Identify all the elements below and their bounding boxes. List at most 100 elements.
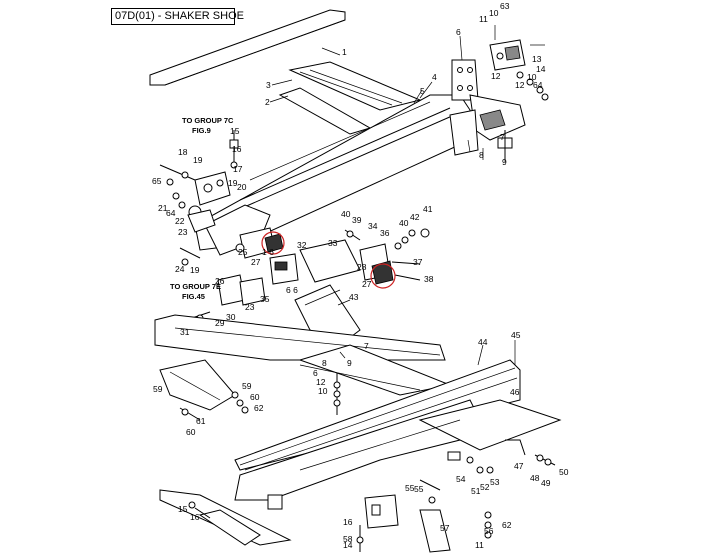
upper-sieve-frame [149, 9, 422, 135]
callout: 3 [266, 80, 271, 90]
callout: 8 [479, 150, 484, 160]
callout: 48 [530, 473, 540, 483]
callout: 9 [502, 157, 507, 167]
callout: 11 [475, 540, 484, 550]
callout: 28 [357, 262, 367, 272]
right-pivot-bracket [449, 25, 549, 160]
callout: 37 [413, 257, 423, 267]
callout: 57 [440, 523, 450, 533]
callout: 51 [471, 486, 481, 496]
callout: 46 [510, 387, 520, 397]
callout: 1 [342, 47, 347, 57]
leader-lines [269, 35, 516, 366]
callout: 60 [186, 427, 196, 437]
callout: 4 [432, 72, 437, 82]
note-to-group-7e-line2: FIG.45 [182, 292, 205, 301]
right-fasteners [447, 439, 556, 474]
callout: 16 [232, 144, 242, 154]
callout: 10 [318, 386, 328, 396]
callout: 19 [228, 178, 238, 188]
callout: 21 [158, 203, 168, 213]
callout: 14 [536, 64, 546, 74]
reference-notes: TO GROUP 7C FIG.9 TO GROUP 7E FIG.45 [170, 116, 234, 301]
callout: 10 [527, 72, 537, 82]
callout: 55 [405, 483, 415, 493]
callout: 12 [515, 80, 525, 90]
callout: 9 [347, 358, 352, 368]
callout: 7 [500, 132, 505, 142]
callout: 29 [215, 318, 225, 328]
callout: 2 [265, 97, 270, 107]
highlight-ring-left [261, 231, 285, 255]
callout: 56 [484, 526, 494, 536]
callout: 47 [514, 461, 524, 471]
callout: 17 [233, 164, 243, 174]
callout: 19 [190, 265, 200, 275]
callout: 14 [343, 540, 353, 550]
callout: 63 [500, 1, 510, 11]
callout: 42 [410, 212, 420, 222]
callout: 32 [297, 240, 307, 250]
callout: 35 [260, 294, 270, 304]
callout: 19 [193, 155, 203, 165]
central-hanger-link [299, 228, 430, 285]
note-to-group-7c-line1: TO GROUP 7C [182, 116, 234, 125]
callout: 12 [316, 377, 326, 387]
callout: 36 [380, 228, 390, 238]
callout: 1 6 [262, 247, 274, 257]
callout: 52 [480, 482, 490, 492]
callout: 11 [479, 14, 488, 24]
callout: 8 [322, 358, 327, 368]
callout: 31 [180, 327, 190, 337]
callout: 61 [196, 416, 206, 426]
callout: 16 [343, 517, 353, 527]
callout: 30 [226, 312, 236, 322]
callout: 62 [254, 403, 264, 413]
callout: 26 [215, 276, 225, 286]
callout: 60 [250, 392, 260, 402]
left-fasteners [179, 391, 249, 519]
diagram-title: 07D(01) - SHAKER SHOE [111, 8, 244, 25]
callout: 6 6 [286, 285, 298, 295]
callout: 34 [368, 221, 378, 231]
bottom-bracket [356, 479, 492, 552]
callout: 38 [424, 274, 434, 284]
callout: 23 [178, 227, 188, 237]
callout: 23 [245, 302, 255, 312]
callout: 59 [242, 381, 252, 391]
callout: 33 [328, 238, 338, 248]
callout: 64 [166, 208, 176, 218]
callout: 39 [352, 215, 362, 225]
callout: 25 [238, 247, 248, 257]
callout: 44 [478, 337, 488, 347]
callout: 50 [559, 467, 569, 477]
callout: 13 [532, 54, 542, 64]
callout: 12 [491, 71, 501, 81]
callout: 20 [237, 182, 247, 192]
callout: 53 [490, 477, 500, 487]
callout: 65 [152, 176, 162, 186]
callout: 55 [414, 484, 424, 494]
note-to-group-7c-line2: FIG.9 [192, 126, 211, 135]
callout: 54 [456, 474, 466, 484]
callout: 15 [230, 126, 240, 136]
left-pivot-group [159, 130, 299, 329]
callout: 22 [175, 216, 185, 226]
callout: 58 [343, 534, 353, 544]
callout: 40 [341, 209, 351, 219]
callout: 6 [456, 27, 461, 37]
callout: 45 [511, 330, 521, 340]
note-to-group-7e-line1: TO GROUP 7E [170, 282, 221, 291]
highlight-ring-right [370, 263, 396, 289]
callout: 41 [423, 204, 433, 214]
lower-shoe-frame [154, 314, 562, 553]
callout: 5 [420, 86, 425, 96]
callout: 62 [502, 520, 512, 530]
callout: 6 [313, 368, 318, 378]
callout: 27 [362, 279, 372, 289]
left-side-beam [194, 94, 471, 256]
callout: 64 [533, 80, 543, 90]
callout: 49 [541, 478, 551, 488]
callout: 7 [364, 341, 369, 351]
